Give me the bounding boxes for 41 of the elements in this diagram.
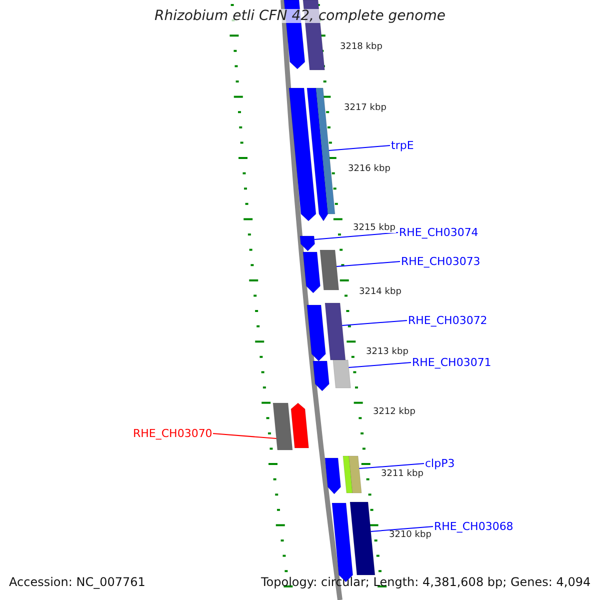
scale-label: 3210 kbp bbox=[388, 531, 432, 540]
gene-feature bbox=[324, 302, 346, 360]
gene-label: clpP3 bbox=[425, 458, 455, 469]
scale-label: 3211 kbp bbox=[380, 470, 424, 479]
gene-feature bbox=[306, 88, 328, 222]
gene-feature bbox=[316, 88, 336, 214]
gene-feature bbox=[290, 402, 309, 448]
gene-feature bbox=[348, 456, 362, 494]
gene-label: trpE bbox=[391, 140, 414, 151]
gene-feature bbox=[332, 360, 351, 388]
title: Rhizobium etli CFN 42, complete genome bbox=[154, 9, 446, 23]
gene-label: RHE_CH03068 bbox=[434, 521, 514, 532]
leader-line bbox=[370, 526, 434, 532]
scale-label: 3218 kbp bbox=[339, 43, 384, 52]
gene-feature bbox=[324, 458, 341, 494]
scale-label: 3216 kbp bbox=[347, 165, 392, 174]
scale-label: 3213 kbp bbox=[365, 348, 410, 357]
gene-feature bbox=[320, 250, 340, 290]
gene-feature bbox=[288, 88, 316, 222]
leader-line bbox=[314, 232, 398, 240]
scale-label: 3217 kbp bbox=[343, 104, 388, 113]
footer-text: Accession: NC_007761 bbox=[9, 576, 146, 588]
gene-feature bbox=[272, 402, 293, 450]
footer-text: Topology: circular; Length: 4,381,608 bp; Genes: 4,094 bbox=[261, 576, 591, 588]
scale-label: 3212 kbp bbox=[372, 408, 416, 417]
leader-line bbox=[328, 145, 390, 151]
gene-label: RHE_CH03071 bbox=[412, 357, 492, 368]
gene-feature bbox=[342, 456, 353, 494]
leader-line bbox=[358, 463, 424, 469]
gene-label: RHE_CH03074 bbox=[399, 227, 478, 238]
leader-line bbox=[212, 433, 277, 439]
scale-label: 3215 kbp bbox=[352, 224, 396, 233]
leader-line bbox=[336, 261, 400, 267]
gene-label: RHE_CH03072 bbox=[408, 315, 488, 326]
scale-label: 3214 kbp bbox=[358, 288, 402, 297]
gene-label: RHE_CH03070 bbox=[133, 428, 212, 439]
gene-feature bbox=[350, 502, 376, 576]
gene-feature bbox=[300, 236, 315, 252]
leader-line bbox=[342, 320, 408, 326]
gene-feature bbox=[312, 360, 330, 392]
gene-label: RHE_CH03073 bbox=[401, 256, 480, 267]
